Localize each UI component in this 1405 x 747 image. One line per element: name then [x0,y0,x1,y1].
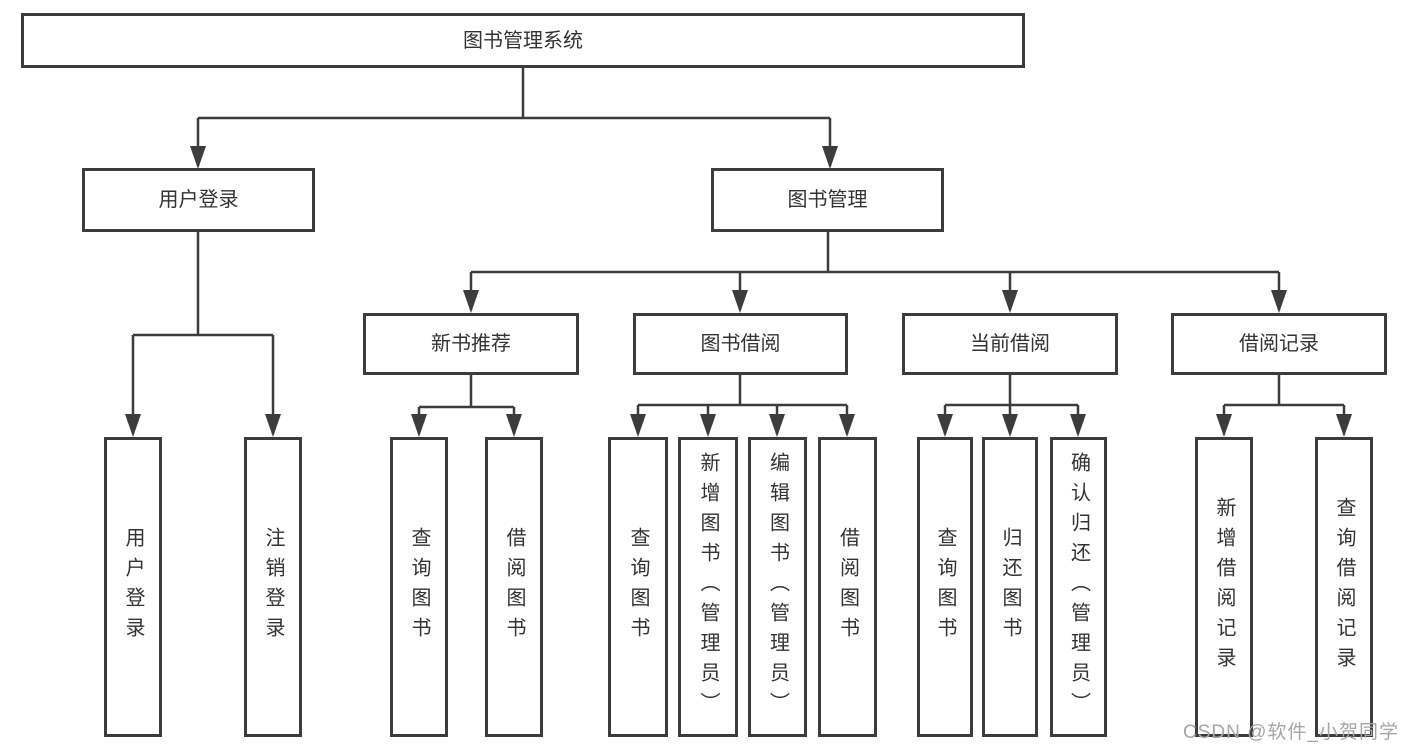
node-borrowing-records: 借阅记录 [1171,313,1387,375]
node-user-login-label: 用户登录 [158,189,239,211]
node-current-borrowing-label: 当前借阅 [970,333,1050,355]
node-book-management: 图书管理 [711,168,944,232]
node-user-login: 用户登录 [82,168,315,232]
node-leaf-query-books-1: 查询图书 [390,437,448,737]
node-current-borrowing: 当前借阅 [902,313,1118,375]
csdn-watermark: CSDN @软件_小贺同学 [1183,722,1399,743]
leaf-label: 注销登录 [262,527,284,647]
node-leaf-borrow-books-1: 借阅图书 [485,437,543,737]
node-leaf-add-borrow-record: 新增借阅记录 [1195,437,1253,737]
node-borrowing-records-label: 借阅记录 [1239,333,1319,355]
leaf-label: 查询图书 [627,527,649,647]
leaf-label: 查询借阅记录 [1333,497,1355,677]
node-leaf-add-book-admin: 新增图书（管理员） [678,437,738,737]
node-root-label: 图书管理系统 [463,29,583,52]
leaf-label: 编辑图书（管理员） [766,452,789,722]
leaf-label: 确认归还（管理员） [1067,452,1090,722]
leaf-label: 借阅图书 [503,527,525,647]
node-leaf-return-books: 归还图书 [982,437,1038,737]
node-book-borrowing-label: 图书借阅 [700,333,781,355]
node-leaf-logout: 注销登录 [244,437,302,737]
leaf-label: 用户登录 [122,527,144,647]
node-book-management-label: 图书管理 [787,189,868,211]
leaf-label: 归还图书 [999,527,1021,647]
leaf-label: 借阅图书 [836,527,859,647]
node-new-book-recommend-label: 新书推荐 [431,333,511,355]
node-leaf-query-borrow-record: 查询借阅记录 [1315,437,1373,737]
node-root: 图书管理系统 [21,13,1025,68]
arrowheads [125,146,1352,437]
node-leaf-user-login: 用户登录 [104,437,162,737]
leaf-label: 查询图书 [934,527,956,647]
node-leaf-edit-book-admin: 编辑图书（管理员） [748,437,807,737]
leaf-label: 新增图书（管理员） [697,452,719,722]
leaf-label: 查询图书 [408,527,430,647]
node-leaf-confirm-return-admin: 确认归还（管理员） [1050,437,1107,737]
node-new-book-recommend: 新书推荐 [363,313,579,375]
node-book-borrowing: 图书借阅 [633,313,848,375]
node-leaf-borrow-books-2: 借阅图书 [818,437,877,737]
node-leaf-query-books-2: 查询图书 [608,437,668,737]
leaf-label: 新增借阅记录 [1213,497,1235,677]
node-leaf-query-books-3: 查询图书 [917,437,973,737]
